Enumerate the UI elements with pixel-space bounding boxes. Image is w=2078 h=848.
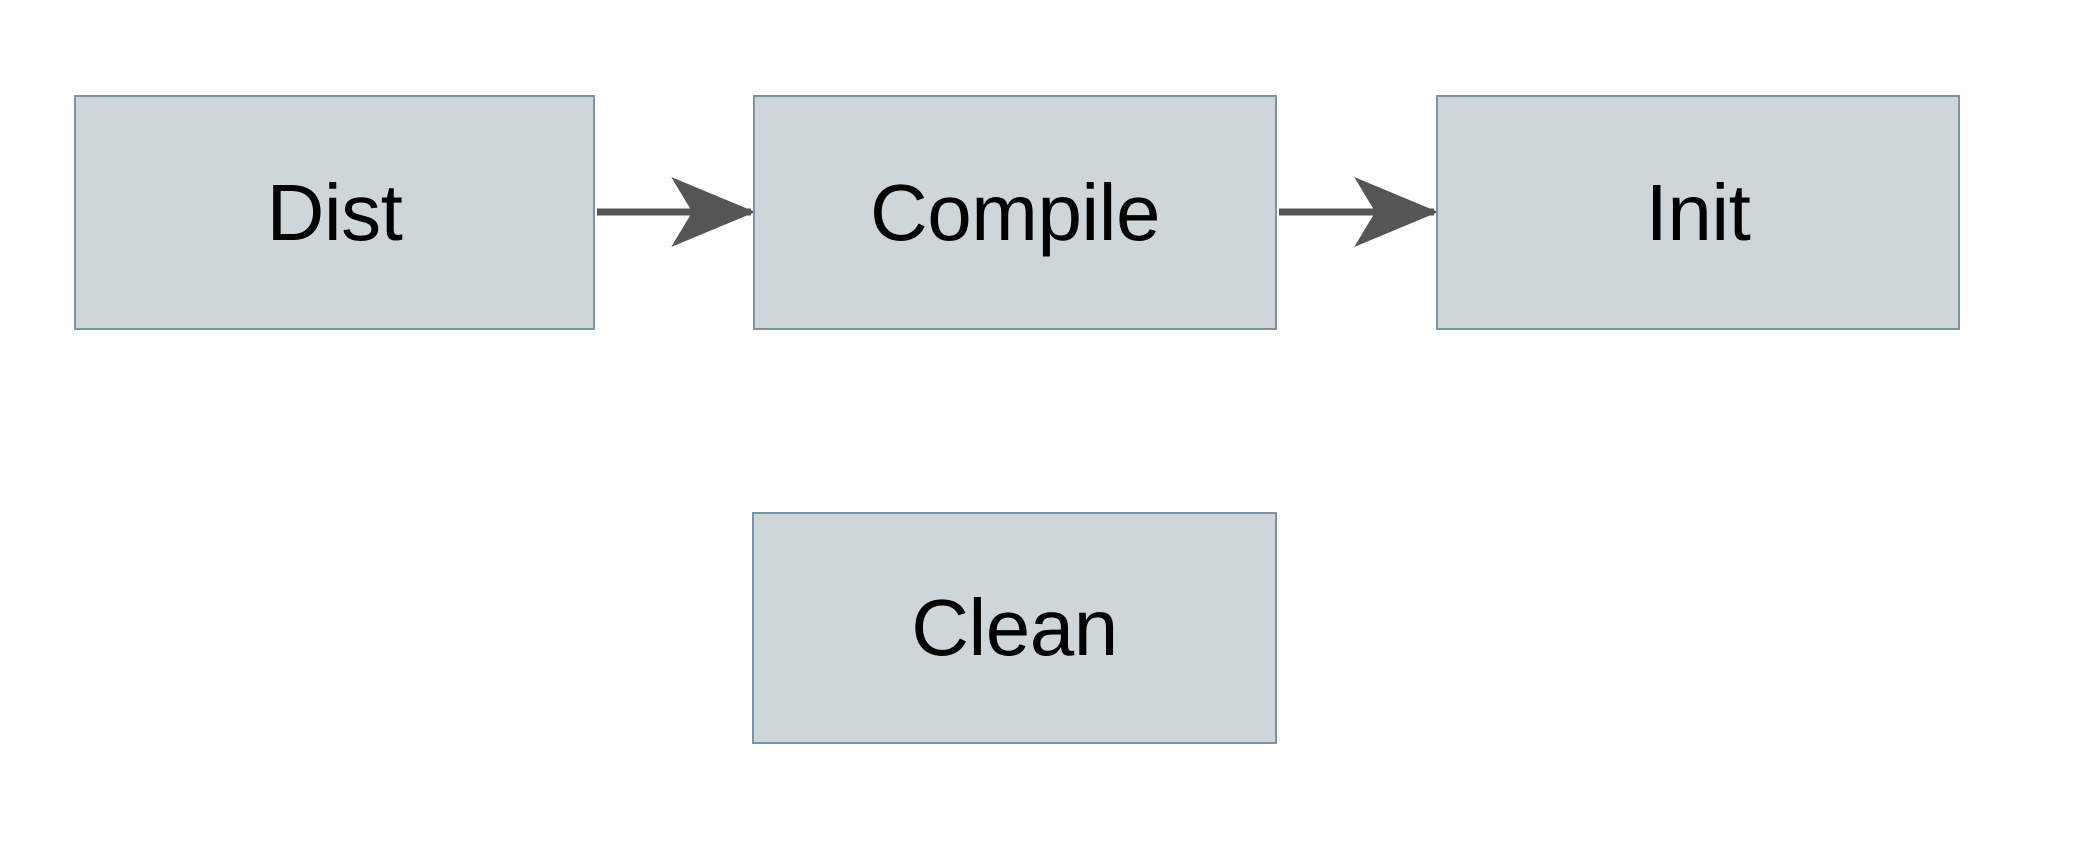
node-compile[interactable]: Compile	[753, 95, 1277, 330]
node-dist-label: Dist	[266, 167, 403, 257]
node-init-label: Init	[1645, 167, 1751, 257]
node-compile-label: Compile	[870, 167, 1160, 257]
node-dist[interactable]: Dist	[74, 95, 595, 330]
node-clean[interactable]: Clean	[752, 512, 1277, 744]
node-clean-label: Clean	[911, 583, 1118, 672]
node-init[interactable]: Init	[1436, 95, 1960, 330]
